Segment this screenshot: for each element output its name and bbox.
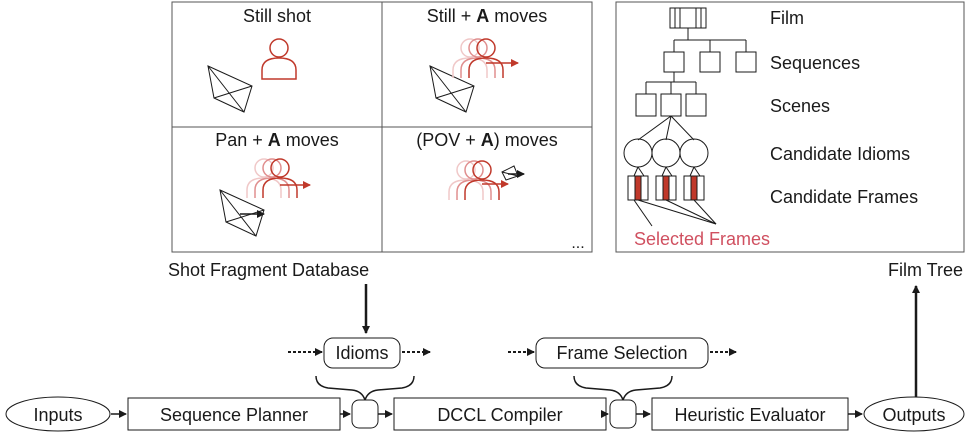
cell-title-pov-a-moves: (POV + A) moves	[416, 130, 558, 150]
moving-actor-icon	[246, 158, 311, 198]
idioms-brace	[315, 375, 415, 403]
film-tree-label: Film Tree	[888, 260, 963, 280]
svg-text:Idioms: Idioms	[335, 343, 388, 363]
sequence-node	[735, 51, 757, 73]
shot-fragment-grid: Still shot Still + A moves Pan + A moves…	[171, 1, 593, 253]
sequence-planner-node: Sequence Planner	[127, 397, 341, 431]
moving-actor-icon	[448, 160, 509, 200]
sequence-node	[699, 51, 721, 73]
svg-text:DCCL Compiler: DCCL Compiler	[437, 405, 562, 425]
scene-node	[685, 93, 707, 117]
idioms-node: Idioms	[288, 337, 431, 369]
inputs-node: Inputs	[5, 396, 111, 432]
frame-selection-node: Frame Selection	[508, 337, 737, 369]
shot-fragment-database-label: Shot Fragment Database	[168, 260, 369, 280]
svg-text:Frame Selection: Frame Selection	[556, 343, 687, 363]
selected-frames-label: Selected Frames	[634, 229, 770, 249]
svg-text:Sequence Planner: Sequence Planner	[160, 405, 308, 425]
candidate-frame-group	[627, 175, 705, 201]
cell-title-still-shot: Still shot	[243, 6, 311, 26]
idiom-node	[679, 138, 709, 168]
heuristic-evaluator-node: Heuristic Evaluator	[651, 397, 849, 431]
frame-selection-junction	[609, 399, 637, 429]
level-label-film: Film	[770, 8, 804, 28]
frame-selection-brace	[573, 375, 673, 403]
camera-icon	[429, 65, 475, 113]
svg-text:Heuristic Evaluator: Heuristic Evaluator	[674, 405, 825, 425]
svg-text:Inputs: Inputs	[33, 405, 82, 425]
idiom-node	[651, 138, 681, 168]
idiom-node	[623, 138, 653, 168]
level-label-scenes: Scenes	[770, 96, 830, 116]
moving-actor-icon	[452, 38, 519, 78]
film-tree: Film Sequences Scenes Candidate Idioms C…	[615, 1, 965, 253]
more-fragments-ellipsis: ...	[571, 235, 584, 252]
scene-node	[660, 93, 682, 117]
level-label-candidate-idioms: Candidate Idioms	[770, 144, 910, 164]
pov-camera-icon	[501, 165, 525, 181]
level-label-candidate-frames: Candidate Frames	[770, 187, 918, 207]
scene-node	[635, 93, 657, 117]
idioms-junction	[351, 399, 379, 429]
camera-icon	[207, 65, 253, 113]
cell-title-pan-a-moves: Pan + A moves	[215, 130, 339, 150]
sequence-node	[663, 51, 685, 73]
level-label-sequences: Sequences	[770, 53, 860, 73]
outputs-node: Outputs	[863, 396, 965, 432]
actor-icon	[261, 38, 297, 80]
panning-camera-icon	[219, 189, 265, 237]
cell-title-still-a-moves: Still + A moves	[427, 6, 548, 26]
svg-text:Outputs: Outputs	[882, 405, 945, 425]
film-reel-icon	[669, 7, 707, 29]
dccl-compiler-node: DCCL Compiler	[393, 397, 607, 431]
